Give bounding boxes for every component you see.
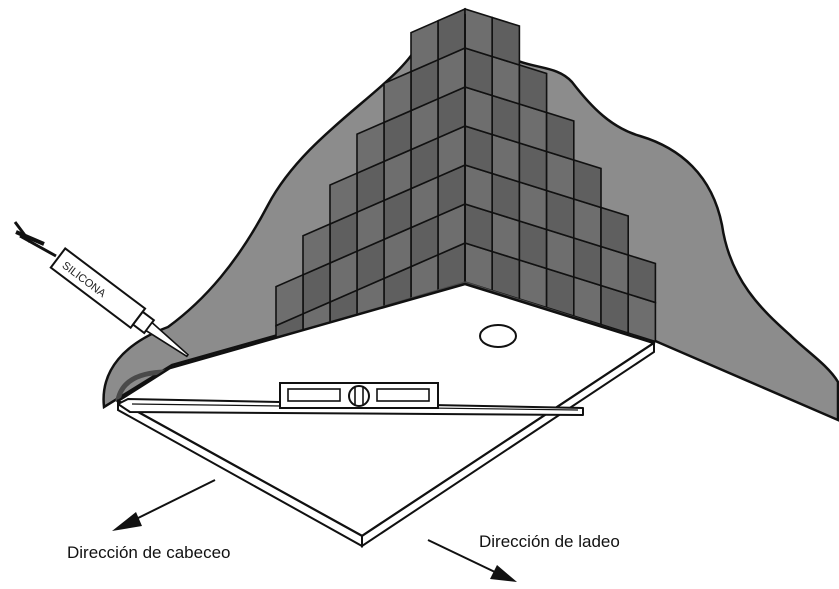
wall-tile — [518, 63, 548, 114]
wall-tile — [383, 70, 412, 124]
wall-tile — [627, 253, 657, 304]
wall-tile — [572, 158, 602, 209]
roll-direction-arrow — [427, 539, 517, 582]
wall-tile — [410, 19, 439, 73]
right-wall-tiles — [464, 7, 657, 343]
wall-tile — [329, 171, 358, 226]
wall-tile — [600, 206, 630, 257]
spirit-level-icon — [279, 382, 439, 409]
wall-tile — [464, 7, 494, 58]
wall-tile — [275, 273, 304, 327]
roll-direction-label: Dirección de ladeo — [479, 532, 620, 551]
wall-tile — [356, 121, 385, 175]
pitch-direction-arrow — [112, 479, 216, 531]
wall-tile — [491, 16, 521, 67]
pitch-direction-label: Dirección de cabeceo — [67, 543, 230, 562]
silicone-syringe-icon: SILICONA — [13, 221, 190, 358]
wall-tile — [545, 111, 575, 162]
wall-tile — [302, 222, 331, 277]
drain-icon — [479, 324, 517, 348]
